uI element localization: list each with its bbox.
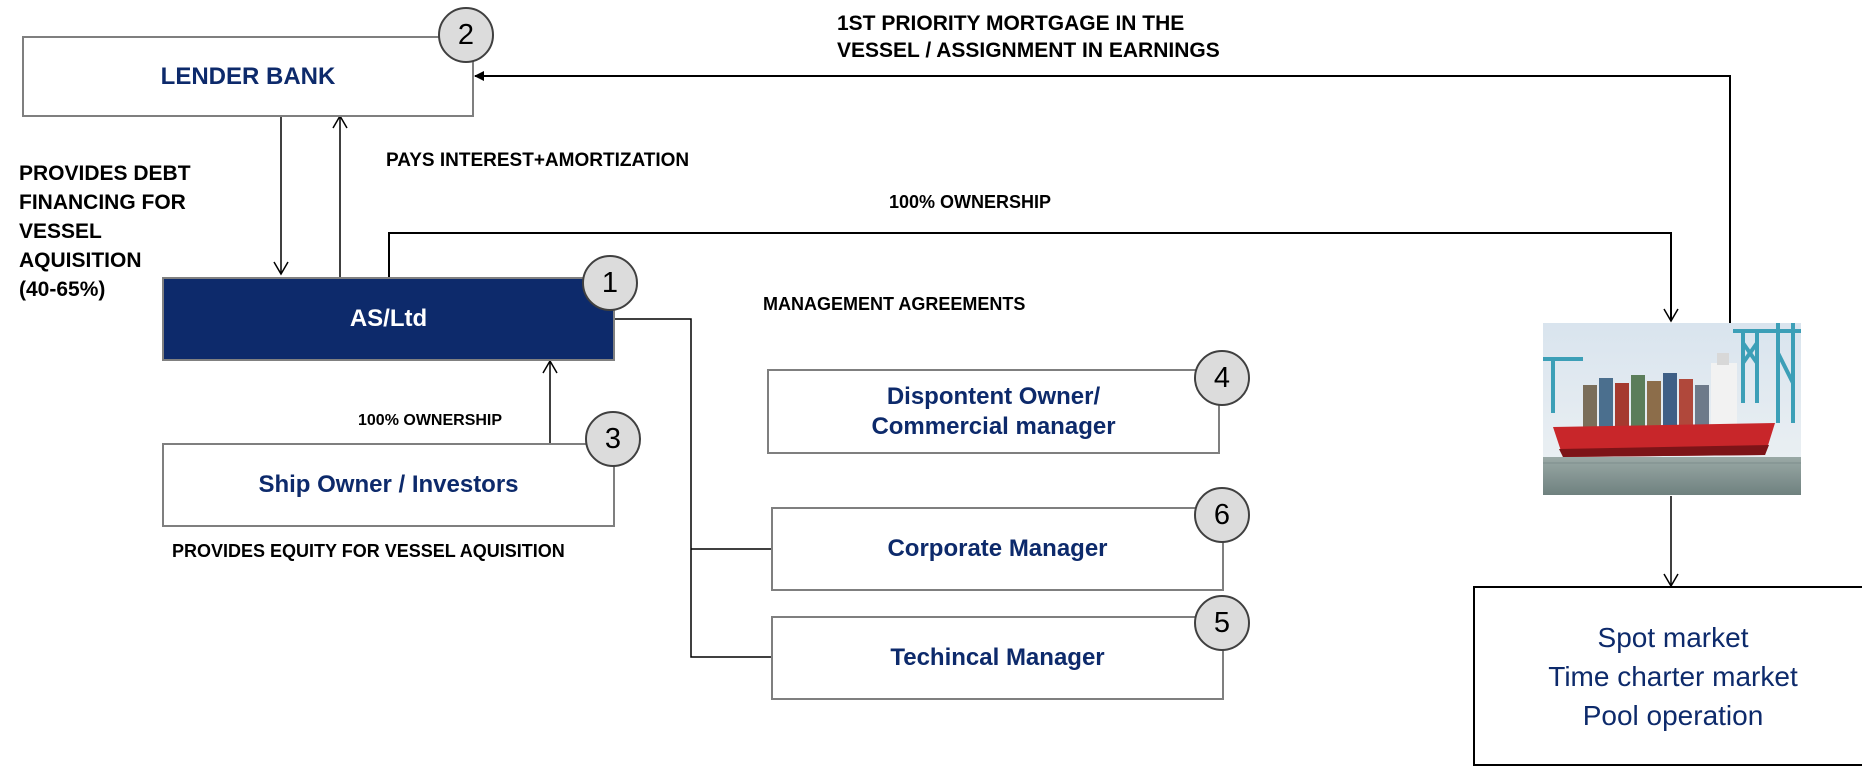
market-spot: Spot market (1597, 621, 1749, 653)
technical-manager-box: Techincal Manager (771, 616, 1224, 700)
corporate-manager-label: Corporate Manager (887, 535, 1108, 562)
as-ltd-box: AS/Ltd (162, 277, 615, 361)
management-bracket (615, 318, 771, 658)
equity-label: PROVIDES EQUITY FOR VESSEL AQUISITION (172, 541, 565, 561)
technical-manager-label: Techincal Manager (890, 644, 1105, 671)
debt-label-line2: FINANCING FOR (19, 191, 186, 214)
debt-financing-label: PROVIDES DEBT FINANCING FOR VESSEL AQUIS… (19, 159, 191, 304)
investor-ownership-label: 100% OWNERSHIP (358, 412, 503, 429)
pays-interest-label: PAYS INTEREST+AMORTIZATION (386, 150, 690, 171)
debt-label-line5: (40-65%) (19, 278, 106, 301)
badge-4: 4 (1194, 350, 1250, 406)
mortgage-label-line1: 1ST PRIORITY MORTGAGE IN THE (837, 12, 1185, 35)
dispontent-owner-box: Dispontent Owner/ Commercial manager (767, 369, 1220, 454)
mortgage-label: 1ST PRIORITY MORTGAGE IN THE VESSEL / AS… (837, 10, 1220, 64)
vessel-image (1543, 323, 1801, 495)
ship-owner-label: Ship Owner / Investors (258, 471, 519, 498)
badge-3: 3 (585, 411, 641, 467)
badge-6: 6 (1194, 487, 1250, 543)
debt-label-line4: AQUISITION (19, 249, 142, 272)
market-pool: Pool operation (1582, 699, 1764, 731)
vessel-ownership-label: 100% OWNERSHIP (889, 192, 1052, 212)
as-ltd-label: AS/Ltd (349, 305, 428, 332)
ship-owner-box: Ship Owner / Investors (162, 443, 615, 527)
mortgage-label-line2: VESSEL / ASSIGNMENT IN EARNINGS (837, 39, 1220, 62)
mortgage-arrow (474, 71, 1731, 323)
badge-1: 1 (582, 255, 638, 311)
corporate-manager-box: Corporate Manager (771, 507, 1224, 591)
lender-bank-box: LENDER BANK (22, 36, 474, 117)
dispontent-owner-line2: Commercial manager (871, 412, 1116, 440)
vessel-ownership-arrow (388, 232, 1679, 323)
badge-2: 2 (438, 7, 494, 63)
badge-5: 5 (1194, 595, 1250, 651)
market-box: Spot market Time charter market Pool ope… (1473, 586, 1862, 766)
market-time-charter: Time charter market (1548, 660, 1798, 692)
management-agreements-label: MANAGEMENT AGREEMENTS (763, 294, 1026, 314)
debt-label-line1: PROVIDES DEBT (19, 162, 191, 185)
dispontent-owner-line1: Dispontent Owner/ (886, 382, 1101, 410)
lender-bank-label: LENDER BANK (160, 62, 336, 90)
debt-label-line3: VESSEL (19, 220, 102, 243)
